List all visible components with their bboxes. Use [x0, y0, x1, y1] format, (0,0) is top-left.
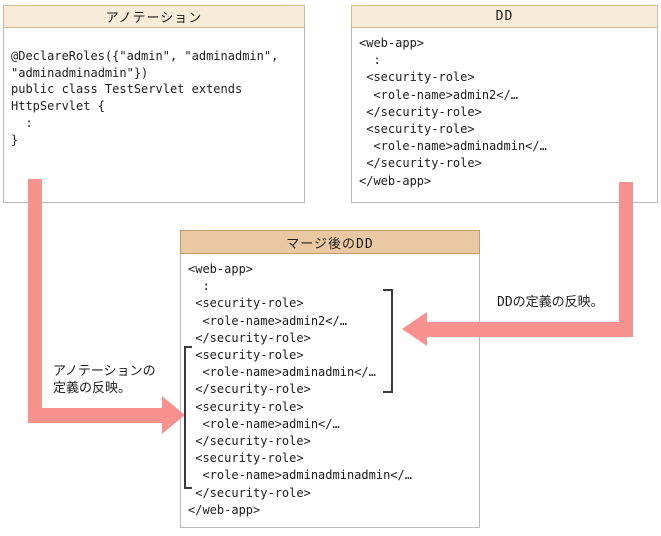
dd-code: <web-app> : <security-role> <role-name>a… — [359, 36, 547, 188]
annotation-arrow-shaft-vertical — [28, 179, 42, 423]
dd-arrow-head-icon — [402, 312, 427, 346]
annotation-arrow-head-icon — [162, 396, 185, 434]
dd-box-title: DD — [495, 9, 514, 24]
annotation-arrow-shaft-horizontal — [28, 408, 162, 423]
annotation-code: @DeclareRoles({"admin", "adminadmin", "a… — [11, 49, 279, 147]
dd-arrow-shaft-vertical — [619, 182, 633, 337]
annotation-box-header: アノテーション — [3, 5, 305, 28]
merged-dd-box: マージ後のDD <web-app> : <security-role> <rol… — [180, 230, 480, 528]
merged-dd-box-header: マージ後のDD — [180, 230, 480, 254]
merged-dd-box-title: マージ後のDD — [286, 236, 374, 252]
annotation-box-title: アノテーション — [105, 11, 203, 26]
merged-dd-code: <web-app> : <security-role> <role-name>a… — [188, 262, 412, 517]
dd-arrow-shaft-horizontal — [427, 322, 633, 337]
annotation-reflection-label: アノテーションの 定義の反映。 — [53, 364, 156, 396]
dd-reflection-label: DDの定義の反映。 — [497, 295, 604, 310]
annotation-region-bracket — [184, 346, 192, 489]
dd-box: DD <web-app> : <security-role> <role-nam… — [351, 5, 658, 203]
annotation-box: アノテーション @DeclareRoles({"admin", "adminad… — [3, 5, 305, 203]
dd-region-bracket — [383, 289, 393, 393]
dd-box-header: DD — [351, 5, 658, 28]
